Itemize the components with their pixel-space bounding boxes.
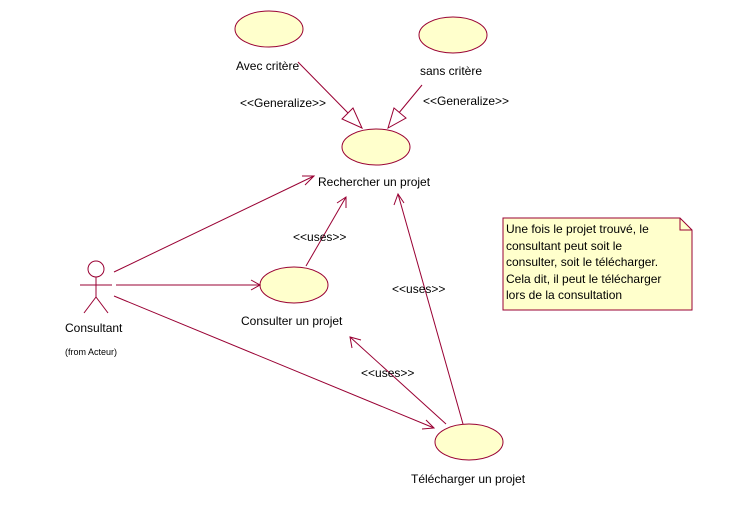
- label-uses-telecharger-rechercher: <<uses>>: [392, 282, 446, 296]
- uses-arrow-telecharger-consulter: [349, 336, 447, 425]
- note-text: Une fois le projet trouvé, le consultant…: [506, 221, 686, 304]
- use-case-sans-critere[interactable]: [418, 16, 488, 54]
- label-consulter: Consulter un projet: [241, 314, 343, 328]
- label-generalize-right: <<Generalize>>: [423, 94, 510, 108]
- association-actor-telecharger: [113, 295, 436, 430]
- association-actor-consulter: [116, 279, 262, 291]
- use-case-avec-critere[interactable]: [234, 10, 304, 48]
- label-telecharger: Télécharger un projet: [411, 472, 526, 486]
- generalize-arrow-left: [297, 61, 363, 129]
- label-generalize-left: <<Generalize>>: [240, 96, 327, 110]
- label-sans-critere: sans critère: [420, 64, 483, 78]
- note-line: consultant peut soit le: [506, 238, 623, 253]
- note-line: Cela dit, il peut le télécharger: [506, 271, 662, 286]
- use-case-telecharger[interactable]: [434, 423, 504, 461]
- generalize-arrow-right: [387, 84, 423, 130]
- use-case-consulter[interactable]: [259, 266, 329, 304]
- actor-from-package: (from Acteur): [65, 347, 118, 357]
- note-box[interactable]: [502, 217, 693, 311]
- uses-arrow-consulter-rechercher: [305, 196, 347, 267]
- note-line: lors de la consultation: [506, 288, 623, 302]
- label-rechercher: Rechercher un projet: [318, 175, 431, 189]
- use-case-rechercher[interactable]: [341, 128, 411, 166]
- note-line: consulter, soit le télécharger.: [506, 255, 659, 269]
- uses-arrow-telecharger-rechercher: [393, 192, 464, 425]
- label-uses-telecharger-consulter: <<uses>>: [361, 366, 415, 380]
- label-uses-consulter-rechercher: <<uses>>: [293, 230, 347, 244]
- actor-consultant-figure[interactable]: [80, 260, 112, 314]
- label-avec-critere: Avec critère: [236, 59, 300, 73]
- actor-name: Consultant: [65, 321, 123, 335]
- association-actor-rechercher: [113, 175, 316, 273]
- note-line: Une fois le projet trouvé, le: [506, 222, 649, 236]
